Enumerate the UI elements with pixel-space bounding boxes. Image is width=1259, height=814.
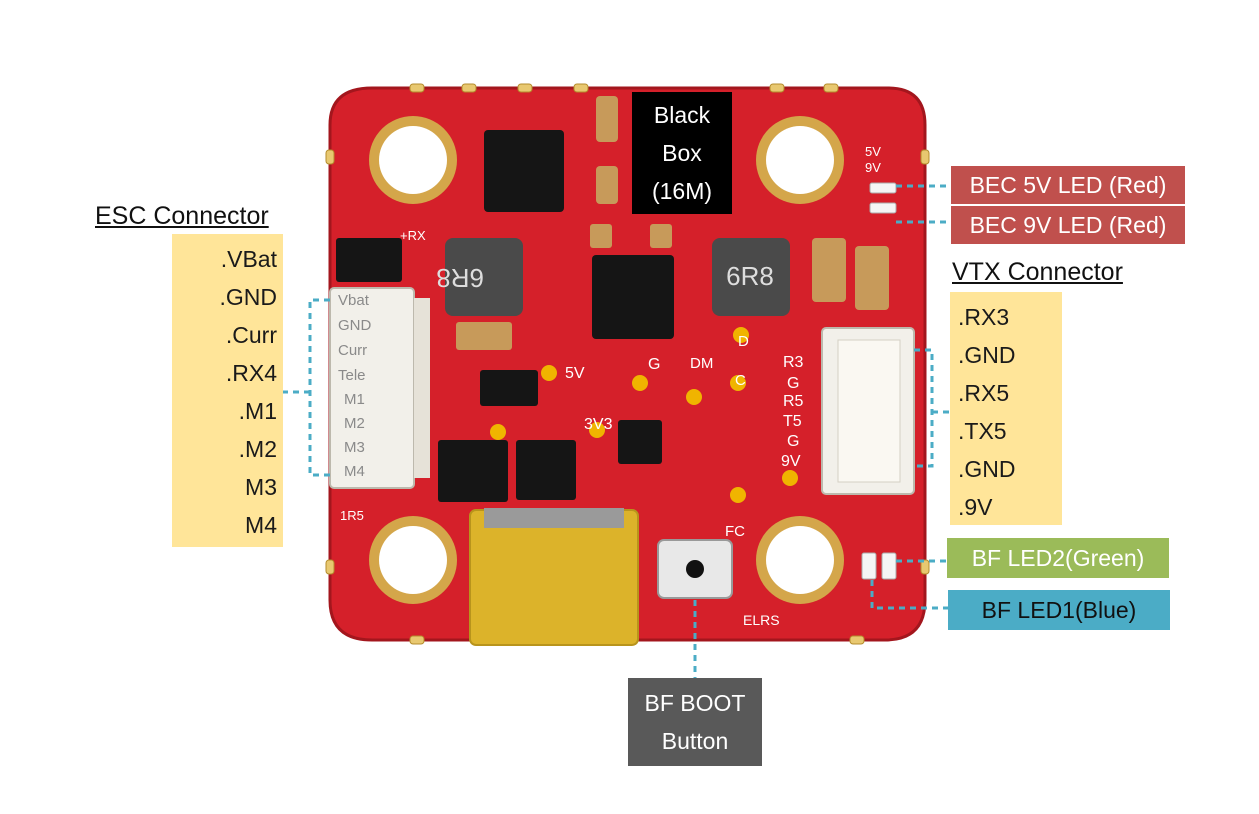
mounting-holes bbox=[369, 116, 844, 604]
vtx-pin-box: .RX3 .GND .RX5 .TX5 .GND .9V bbox=[950, 292, 1062, 525]
svg-text:6R8: 6R8 bbox=[726, 261, 774, 291]
esc-pin-4: .RX4 bbox=[225, 360, 277, 386]
silkscreen-text: GND bbox=[338, 317, 372, 334]
silkscreen-text: Curr bbox=[338, 342, 367, 359]
silkscreen-text: G bbox=[787, 433, 799, 450]
esc-pin-8: M4 bbox=[245, 512, 277, 538]
vtx-pin-4: .TX5 bbox=[958, 418, 1007, 444]
bec-9v-led-label: BEC 9V LED (Red) bbox=[951, 206, 1185, 244]
silkscreen-text: Tele bbox=[338, 367, 366, 384]
vtx-pin-6: .9V bbox=[958, 494, 993, 520]
silkscreen-text: +RX bbox=[400, 228, 426, 243]
silkscreen-text: 5V bbox=[865, 144, 881, 159]
boot-label-line2: Button bbox=[661, 728, 729, 754]
esc-pin-5: .M1 bbox=[238, 398, 277, 424]
esc-connector bbox=[329, 287, 430, 489]
bec-5v-led-label: BEC 5V LED (Red) bbox=[951, 166, 1185, 204]
silkscreen-text: T5 bbox=[783, 413, 802, 430]
silkscreen-text: ELRS bbox=[743, 612, 780, 628]
vtx-connector bbox=[821, 327, 915, 495]
esc-pin-1: .VBat bbox=[220, 246, 277, 272]
silkscreen-text: M3 bbox=[344, 439, 365, 456]
silkscreen-text: C bbox=[735, 372, 746, 389]
led1-leader bbox=[870, 580, 948, 610]
silkscreen-text: FC bbox=[725, 523, 745, 540]
boot-label-line1: BF BOOT bbox=[644, 690, 746, 716]
vtx-bracket bbox=[914, 348, 934, 468]
vtx-pin-3: .RX5 bbox=[958, 380, 1010, 406]
usb-c-connector bbox=[469, 508, 639, 646]
vtx-pin-5: .GND bbox=[958, 456, 1016, 482]
esc-heading: ESC Connector bbox=[95, 202, 269, 230]
silkscreen-text: D bbox=[738, 333, 749, 350]
silkscreen-text: M1 bbox=[344, 391, 365, 408]
silkscreen-text: G bbox=[787, 375, 799, 392]
silkscreen-text: 5V bbox=[565, 365, 585, 382]
silkscreen-text: 9V bbox=[781, 453, 801, 470]
vtx-pin-2: .GND bbox=[958, 342, 1016, 368]
bf-led1-label: BF LED1(Blue) bbox=[948, 590, 1170, 630]
silkscreen-text: R3 bbox=[783, 354, 804, 371]
black-box-label: Black Box (16M) bbox=[632, 92, 732, 214]
vtx-pin-1: .RX3 bbox=[958, 304, 1010, 330]
esc-bracket bbox=[308, 298, 330, 477]
boot-button bbox=[657, 539, 733, 599]
silkscreen-text: R5 bbox=[783, 393, 804, 410]
silkscreen-text: Vbat bbox=[338, 292, 370, 309]
vtx-heading: VTX Connector bbox=[952, 258, 1123, 286]
bf-leds bbox=[861, 552, 897, 580]
flight-controller-board: 6R8 6R8 bbox=[325, 83, 930, 646]
bf-boot-button-label: BF BOOT Button bbox=[628, 678, 762, 766]
svg-text:6R8: 6R8 bbox=[436, 263, 484, 293]
esc-pin-6: .M2 bbox=[238, 436, 277, 462]
esc-pin-7: M3 bbox=[245, 474, 277, 500]
silkscreen-text: DM bbox=[690, 355, 713, 372]
leader-lines bbox=[283, 184, 951, 678]
silkscreen-text: M4 bbox=[344, 463, 365, 480]
silkscreen-text: 9V bbox=[865, 160, 881, 175]
esc-pin-3: .Curr bbox=[225, 322, 277, 348]
silkscreen-text: G bbox=[648, 356, 660, 373]
bec-leds bbox=[869, 182, 897, 214]
silkscreen-text: 3V3 bbox=[584, 416, 613, 433]
silkscreen-text: 1R5 bbox=[340, 508, 364, 523]
bf-led2-label: BF LED2(Green) bbox=[947, 538, 1169, 578]
silkscreen-text: M2 bbox=[344, 415, 365, 432]
silkscreen: VbatGNDCurrTeleM1M2M3M4R3GR5T5G9V5V9V3V3… bbox=[338, 144, 881, 628]
esc-pin-2: .GND bbox=[219, 284, 278, 310]
